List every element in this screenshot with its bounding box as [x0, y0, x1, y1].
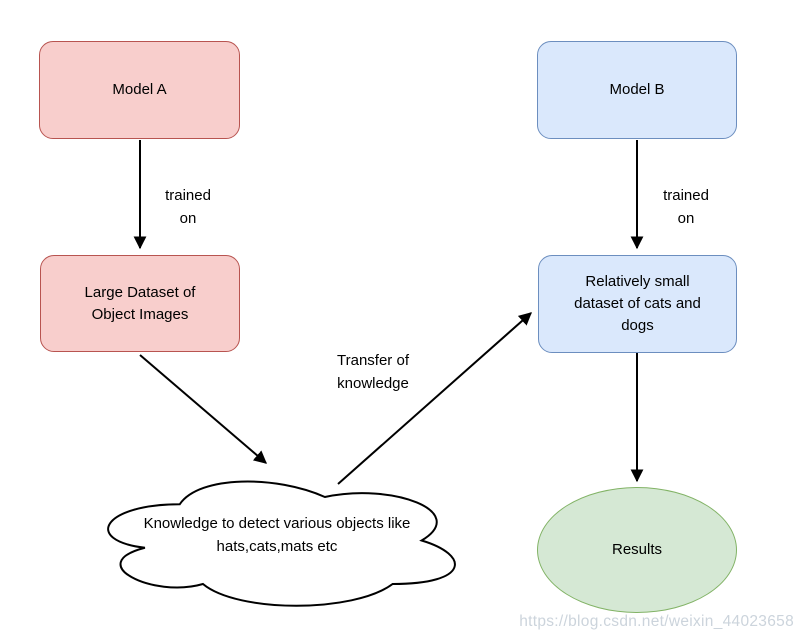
edge-label-trained-on-left: trained on [165, 187, 211, 227]
arrow-largeDataset-to-cloud [139, 354, 267, 464]
node-model-a: Model A [39, 41, 240, 139]
knowledge-cloud-label: Knowledge to detect various objects like… [143, 515, 411, 555]
edge-label-trained-on-right: trained on [663, 187, 709, 227]
node-results: Results [537, 487, 737, 613]
edge-label-transfer-of-knowledge: Transfer of knowledge [337, 352, 409, 392]
csdn-watermark: https://blog.csdn.net/weixin_44023658 [519, 613, 794, 630]
node-large-dataset: Large Dataset of Object Images [40, 255, 240, 352]
node-small-dataset: Relatively small dataset of cats and dog… [538, 255, 737, 353]
knowledge-cloud-shape [107, 480, 456, 607]
node-model-b: Model B [537, 41, 737, 139]
arrow-cloud-to-smallDataset [337, 312, 532, 485]
